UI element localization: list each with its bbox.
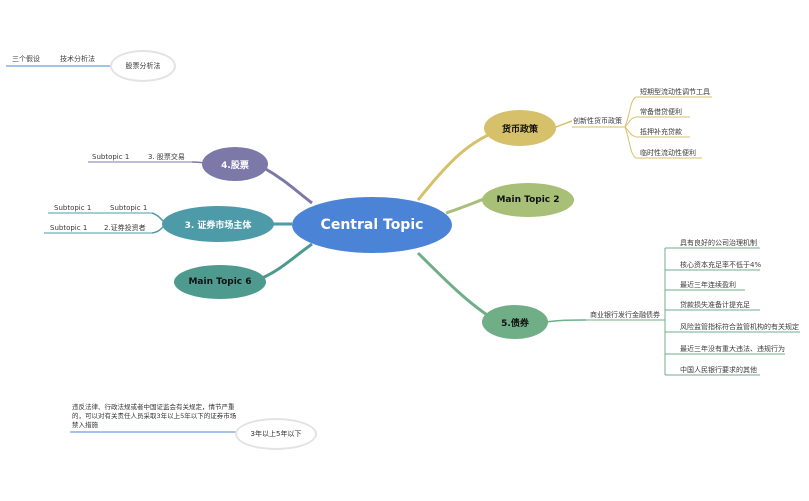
topic-main-6[interactable]: Main Topic 6 — [174, 265, 266, 299]
floating-topic-ban-period-label: 3年以上5年以下 — [250, 430, 302, 438]
bonds-item-2[interactable]: 核心资本充足率不低于4% — [680, 261, 762, 269]
securities-sub-1-leaf[interactable]: Subtopic 1 — [54, 204, 92, 212]
topic-securities-market-body-label: 3. 证券市场主体 — [184, 220, 252, 231]
bonds-item-4[interactable]: 贷款损失准备计提充足 — [680, 301, 750, 309]
connector-main2 — [445, 196, 488, 215]
bonds-item-7[interactable]: 中国人民银行要求的其他 — [680, 366, 757, 374]
connector-stocks — [263, 166, 313, 205]
bonds-item-1[interactable]: 具有良好的公司治理机制 — [680, 239, 757, 247]
topic-stocks[interactable]: 4.股票 — [202, 147, 268, 181]
topic-securities-market-body[interactable]: 3. 证券市场主体 — [162, 206, 274, 242]
monetary-item-2[interactable]: 常备借贷便利 — [640, 108, 682, 116]
monetary-branch[interactable]: 创新性货币政策 — [573, 117, 622, 125]
topic-main-2[interactable]: Main Topic 2 — [482, 183, 574, 217]
floating1-sub[interactable]: 技术分析法 — [60, 55, 95, 63]
securities-sub-2[interactable]: 2.证券投资者 — [104, 224, 146, 232]
topic-monetary-policy[interactable]: 货币政策 — [484, 110, 556, 146]
bonds-item-5[interactable]: 风险监管指标符合监管机构的有关规定 — [680, 323, 799, 331]
bonds-item-6[interactable]: 最近三年没有重大违法、违规行为 — [680, 345, 785, 353]
stocks-sub[interactable]: 3. 股票交易 — [148, 153, 185, 161]
topic-stocks-label: 4.股票 — [221, 160, 249, 171]
floating-topic-stock-analysis-label: 股票分析法 — [125, 62, 161, 70]
monetary-item-4[interactable]: 临时性流动性便利 — [640, 149, 696, 157]
connector-bonds — [416, 251, 496, 322]
securities-sub-2-leaf[interactable]: Subtopic 1 — [50, 224, 88, 232]
floating2-note[interactable]: 违反法律、行政法规或者中国证监会有关规定，情节严重的，可以对有关责任人员采取3年… — [72, 403, 237, 429]
floating-topic-stock-analysis[interactable]: 股票分析法 — [110, 50, 176, 82]
topic-main-2-label: Main Topic 2 — [496, 195, 560, 205]
monetary-item-3[interactable]: 抵押补充贷款 — [640, 128, 682, 136]
topic-main-6-label: Main Topic 6 — [188, 277, 252, 287]
securities-sub-1[interactable]: Subtopic 1 — [110, 204, 148, 212]
topic-bonds-label: 5.债券 — [501, 318, 529, 329]
connector-main6 — [261, 242, 313, 280]
bonds-branch[interactable]: 商业银行发行金融债券 — [590, 311, 660, 319]
floating1-leaf[interactable]: 三个假设 — [12, 55, 40, 63]
topic-bonds[interactable]: 5.债券 — [482, 305, 548, 339]
bonds-item-3[interactable]: 最近三年连续盈利 — [680, 281, 736, 289]
stocks-leaf[interactable]: Subtopic 1 — [92, 153, 130, 161]
floating-topic-ban-period[interactable]: 3年以上5年以下 — [235, 418, 317, 450]
topic-monetary-policy-label: 货币政策 — [501, 124, 538, 135]
central-topic[interactable]: Central Topic — [292, 197, 452, 253]
central-topic-label: Central Topic — [320, 217, 424, 233]
monetary-item-1[interactable]: 短期型流动性调节工具 — [640, 88, 710, 96]
